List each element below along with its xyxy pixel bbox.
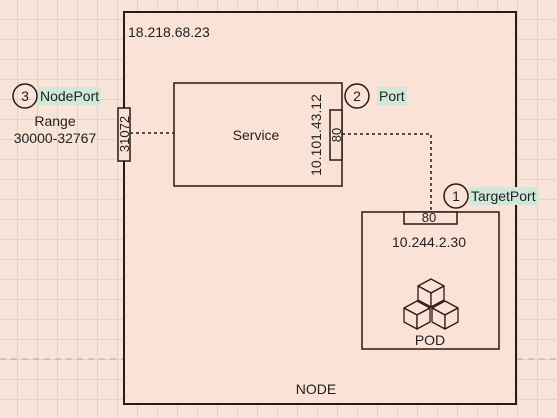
- pod-target-port-value: 80: [422, 210, 436, 225]
- pod-target-port-box: [403, 211, 458, 225]
- nodeport-box: [117, 107, 131, 162]
- port-label-highlight: [377, 87, 407, 105]
- targetport-label-highlight: [469, 187, 539, 205]
- pod-label: POD: [415, 332, 445, 348]
- nodeport-range-value: 30000-32767: [14, 130, 97, 146]
- badge-nodeport-number: 3: [21, 88, 29, 104]
- service-label: Service: [233, 127, 280, 143]
- service-cluster-ip: 10.101.43.12: [308, 94, 324, 176]
- badge-targetport-number: 1: [452, 188, 460, 204]
- pod-ip: 10.244.2.30: [392, 234, 466, 250]
- badge-nodeport: [12, 83, 38, 109]
- nodeport-label-highlight: [38, 87, 101, 105]
- badge-targetport: [443, 183, 469, 209]
- port-label: Port: [379, 88, 405, 104]
- badge-port-number: 2: [353, 88, 361, 104]
- nodeport-range-label: Range: [34, 113, 75, 129]
- service-to-pod-line: [342, 133, 432, 212]
- targetport-label: TargetPort: [471, 188, 536, 204]
- node-ip: 18.218.68.23: [128, 24, 210, 40]
- service-port-value: 80: [329, 128, 344, 142]
- cubes-icon: [403, 278, 459, 330]
- badge-port: [344, 83, 370, 109]
- service-box: [173, 82, 343, 187]
- nodeport-value: 31072: [117, 116, 132, 152]
- service-port-box: [329, 109, 343, 161]
- node-label: NODE: [296, 381, 336, 397]
- nodeport-label: NodePort: [40, 88, 99, 104]
